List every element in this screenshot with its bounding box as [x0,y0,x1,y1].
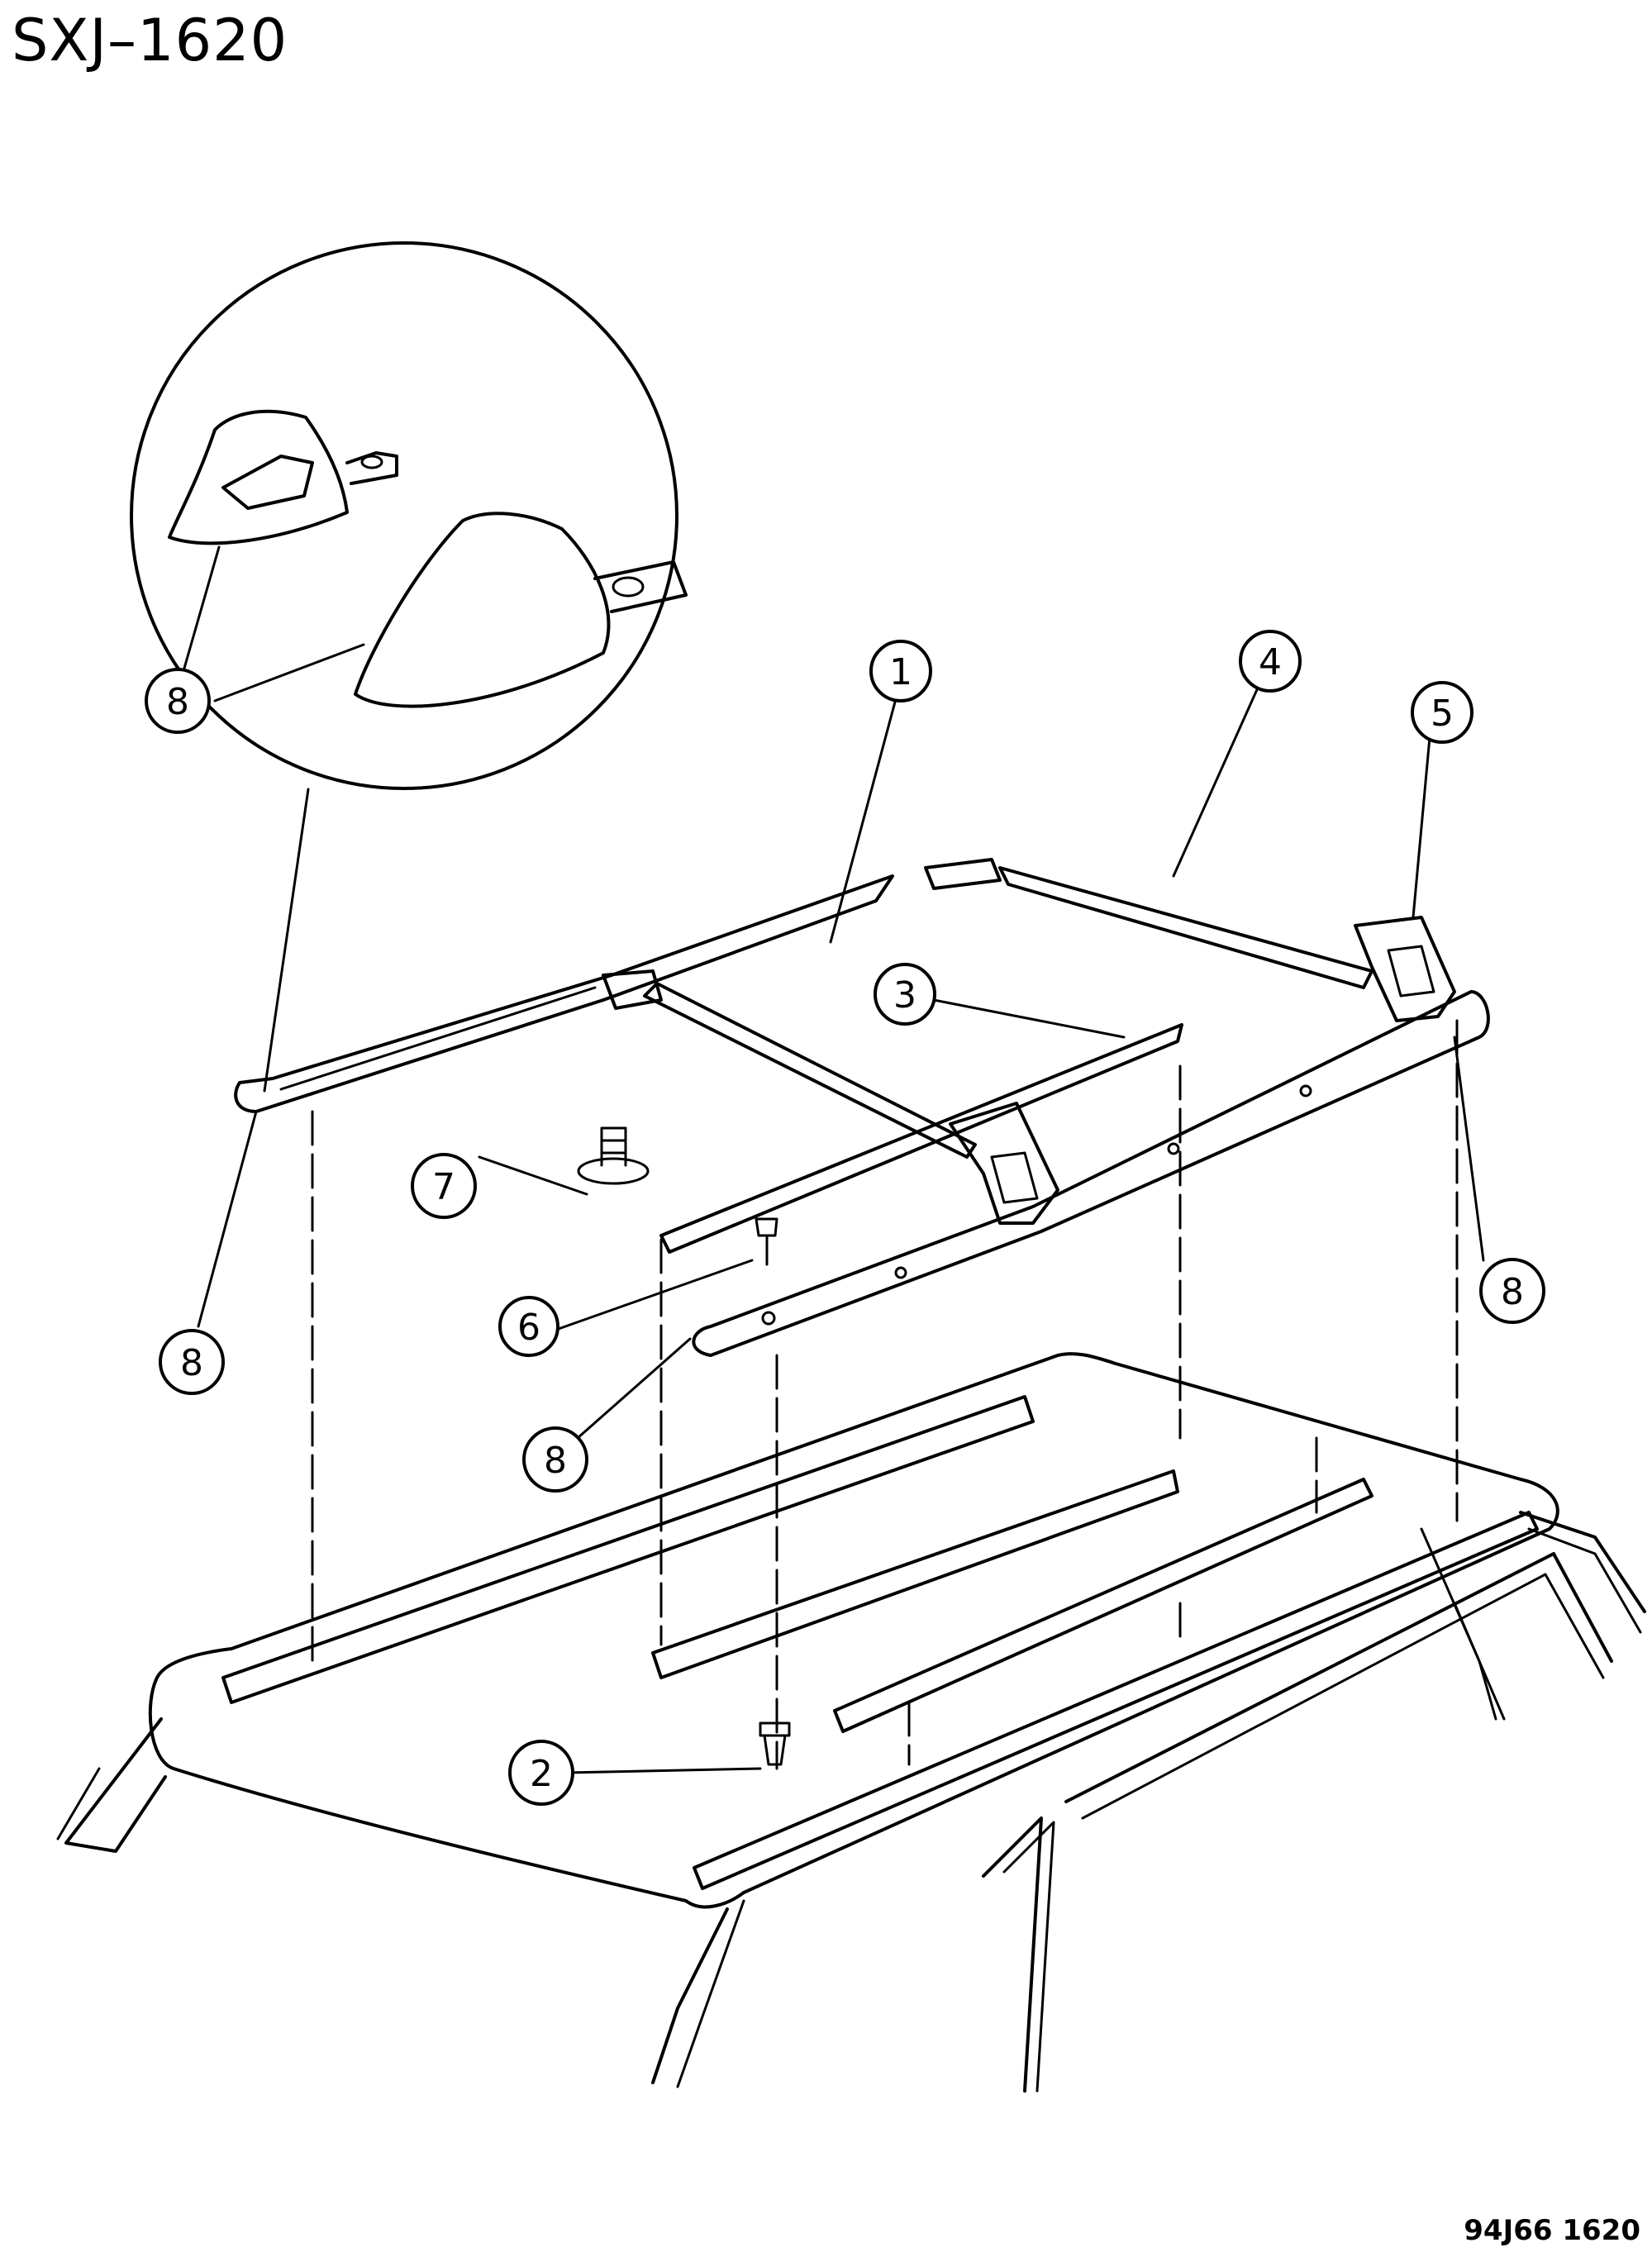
callout-5: 5 [1411,681,1473,744]
svg-text:2: 2 [530,1753,553,1795]
roof-rack-assembly [234,858,1490,1357]
assembly-guide-lines [311,1019,1459,1770]
svg-text:5: 5 [1431,693,1454,735]
svg-text:4: 4 [1259,641,1282,683]
svg-text:6: 6 [517,1307,540,1349]
figure-code: 94J66 1620 [1464,2214,1640,2247]
callout-2: 2 [508,1740,574,1806]
callout-6: 6 [498,1296,559,1357]
vehicle-roof [56,1352,1646,2093]
callout-leaders [197,684,1485,1774]
bolt-fastener [759,1721,791,1766]
callout-7: 7 [411,1153,477,1219]
svg-text:1: 1 [889,651,912,693]
diagram-title: SXJ–1620 [12,7,288,74]
svg-text:8: 8 [544,1440,567,1482]
svg-text:3: 3 [893,974,916,1017]
callout-8-front: 8 [522,1426,588,1493]
detail-view-circle [130,241,688,1093]
svg-text:7: 7 [432,1166,455,1208]
callout-8-right: 8 [1479,1258,1545,1324]
callout-3: 3 [874,963,936,1026]
screw-fastener [755,1217,778,1266]
svg-text:8: 8 [1501,1271,1524,1313]
callout-1: 1 [869,640,932,702]
callout-8-left: 8 [159,1329,225,1395]
svg-text:8: 8 [166,681,189,723]
callout-8-detail: 8 [145,668,211,734]
plug-fastener [577,1126,650,1185]
svg-text:8: 8 [180,1342,203,1384]
callout-4: 4 [1239,630,1302,693]
roof-strips [221,1395,1539,1890]
